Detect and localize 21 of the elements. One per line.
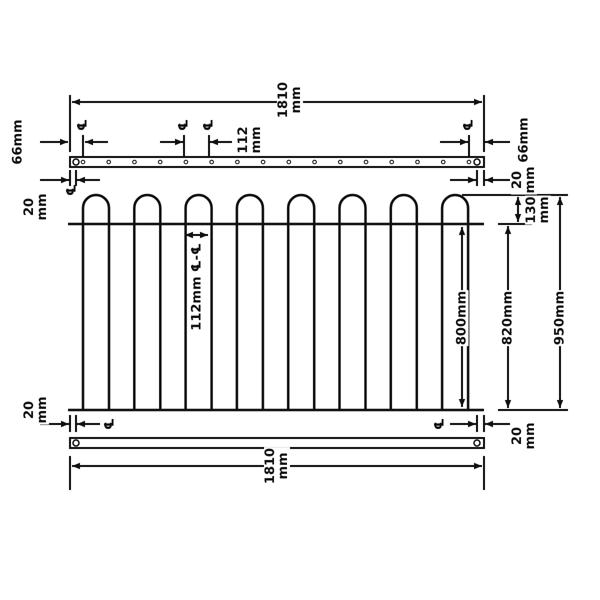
dimension-label: 950mm	[554, 290, 566, 346]
centerline-mark: ℄	[202, 118, 216, 132]
centerline-mark: ℄	[76, 118, 90, 132]
centerline-mark: ℄	[462, 118, 476, 132]
dimension-label: 1810 mm	[264, 446, 290, 486]
dimension-label: 20 mm	[511, 165, 537, 195]
dimension-label: 1810 mm	[277, 80, 303, 120]
dimension-label: 800mm	[456, 290, 468, 346]
dimension-label: 66mm	[12, 118, 24, 166]
dimension-label: 112mm ℄-℄	[190, 242, 204, 332]
centerline-mark: ℄	[66, 183, 78, 197]
dimension-label: 130 mm	[525, 195, 551, 225]
dimension-label: 112 mm	[237, 125, 263, 155]
dimension-label: 66mm	[518, 116, 530, 164]
dimension-label: 20 mm	[23, 395, 49, 425]
centerline-mark: ℄	[178, 118, 190, 132]
centerline-mark: ℄	[104, 417, 116, 431]
dimension-label: 20 mm	[23, 192, 49, 222]
dimension-label: 20 mm	[511, 421, 537, 451]
centerline-mark: ℄	[434, 417, 446, 431]
dimension-label: 820mm	[502, 290, 514, 346]
